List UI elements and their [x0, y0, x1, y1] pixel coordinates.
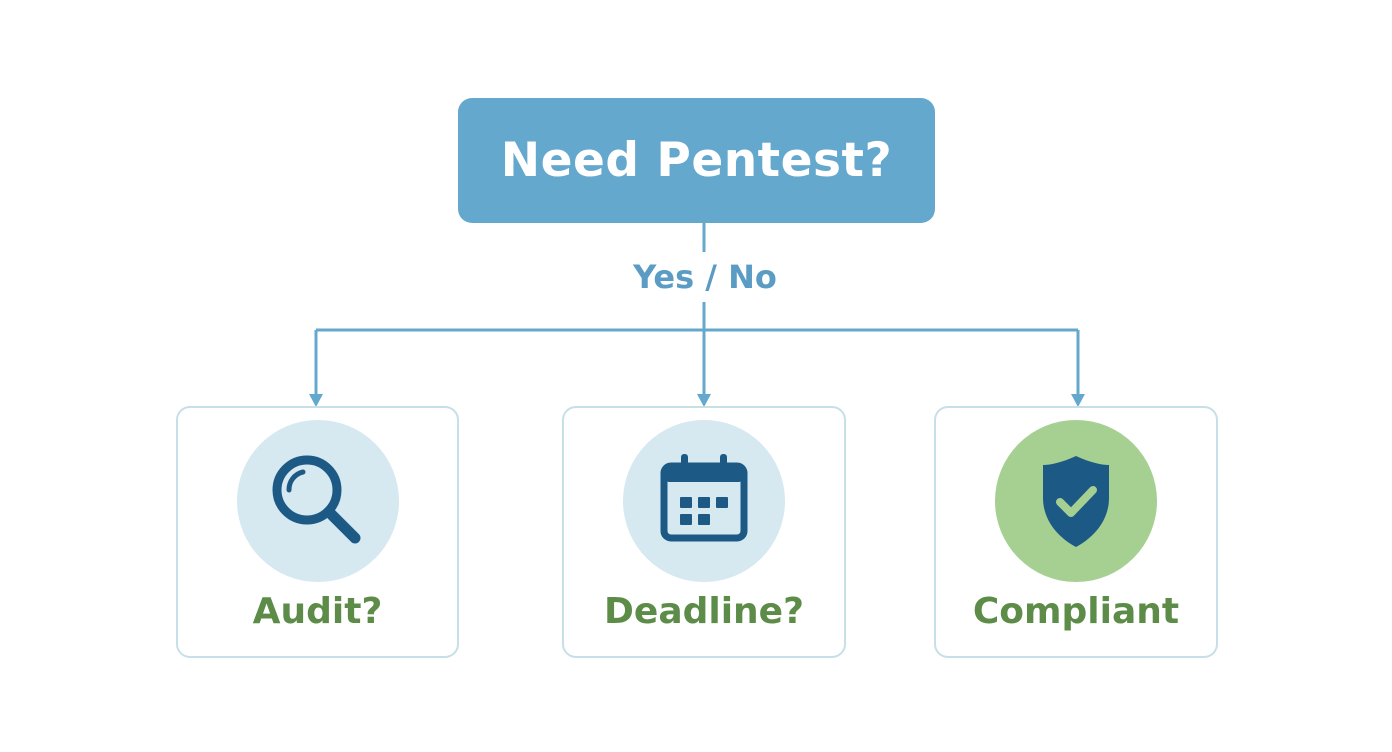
icon-circle-audit — [236, 420, 399, 582]
edge-label-text: Yes / No — [629, 258, 781, 296]
edge-label: Yes / No — [540, 252, 870, 302]
node-label-deadline: Deadline? — [604, 591, 804, 632]
icon-circle-compliant — [995, 420, 1157, 582]
root-decision-label: Need Pentest? — [500, 133, 893, 188]
node-label-compliant: Compliant — [972, 591, 1180, 632]
calendar-icon — [660, 454, 748, 542]
node-card-compliant: Compliant — [934, 406, 1218, 658]
icon-circle-deadline — [623, 420, 785, 582]
arrowhead-audit — [309, 394, 323, 407]
arrowhead-deadline — [697, 394, 711, 407]
root-decision-node: Need Pentest? — [458, 98, 935, 223]
arrowhead-compliant — [1071, 394, 1085, 407]
node-label-audit: Audit? — [252, 591, 383, 632]
shield-check-icon — [1043, 456, 1109, 547]
node-card-deadline: Deadline? — [562, 406, 846, 658]
magnifying-glass-icon — [272, 455, 360, 544]
node-card-audit: Audit? — [176, 406, 459, 658]
